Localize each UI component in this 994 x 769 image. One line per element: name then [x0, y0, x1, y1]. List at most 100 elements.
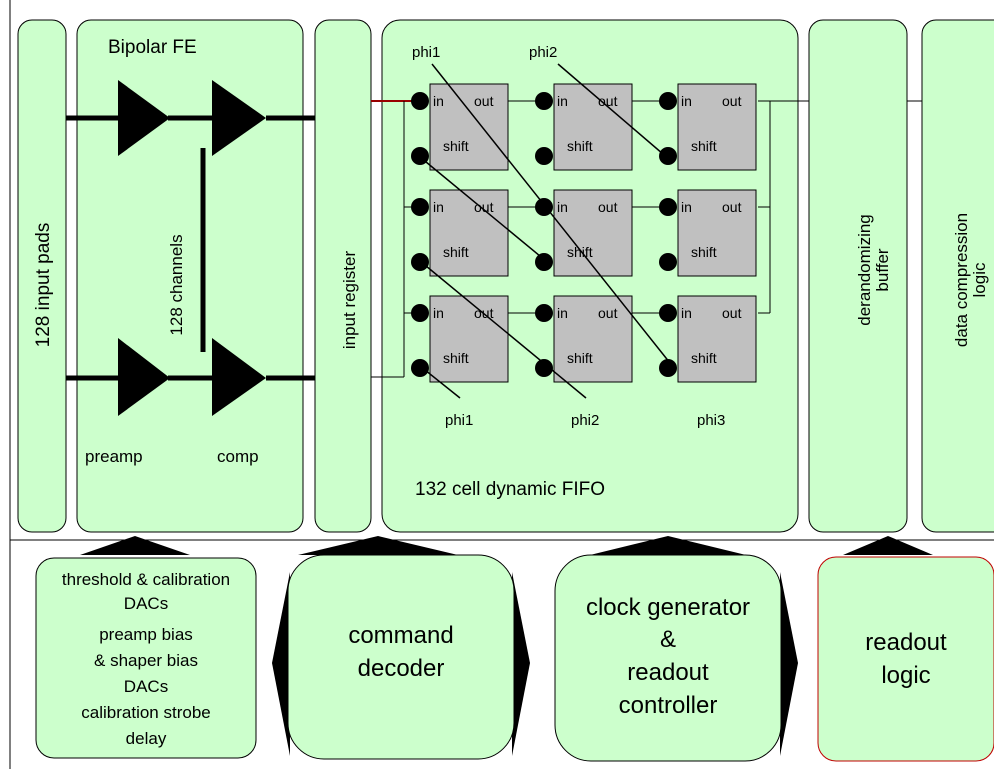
cell-in-label: in	[681, 199, 692, 215]
compression-label-line2: logic	[970, 262, 989, 297]
shift-port-dot	[659, 147, 677, 165]
input-pads-label: 128 input pads	[33, 223, 54, 348]
clock-up-arrow	[590, 536, 746, 555]
fifo-cell-box	[553, 295, 633, 383]
dacs-block	[35, 557, 257, 759]
cell-in-label: in	[557, 93, 568, 109]
cell-in-label: in	[681, 93, 692, 109]
preamp-bottom-icon	[118, 338, 170, 416]
comp-label: comp	[217, 447, 259, 466]
fifo-cell: in out shift	[535, 83, 633, 171]
comp-bottom-icon	[212, 338, 266, 416]
preamp-label: preamp	[85, 447, 143, 466]
command-line: decoder	[358, 655, 445, 682]
cell-in-label: in	[557, 199, 568, 215]
clock-line: &	[660, 626, 676, 653]
cell-shift-label: shift	[567, 138, 593, 154]
command-up-arrow	[298, 536, 458, 555]
cell-in-label: in	[433, 305, 444, 321]
fifo-cell: in out shift	[535, 295, 633, 383]
fifo-cells: in out shift in out shift in out shift in out shift…	[411, 83, 757, 383]
readout-up-arrow	[843, 536, 933, 555]
fifo-label: 132 cell dynamic FIFO	[415, 479, 605, 500]
dacs-line: delay	[126, 729, 167, 748]
clock-right-arrow	[780, 572, 798, 756]
shift-port-dot	[411, 253, 429, 271]
phi2-bottom-label: phi2	[571, 412, 599, 429]
cell-out-label: out	[722, 93, 742, 109]
readout-logic-block	[817, 556, 994, 762]
data-compression-block	[921, 19, 994, 533]
in-port-dot	[659, 92, 677, 110]
shift-port-dot	[659, 359, 677, 377]
fifo-cell-box	[429, 295, 509, 383]
channels-label: 128 channels	[167, 234, 186, 335]
shift-port-dot	[535, 147, 553, 165]
readout-text: readout logic	[865, 629, 947, 689]
cell-shift-label: shift	[567, 244, 593, 260]
dacs-line: & shaper bias	[94, 651, 198, 670]
shift-port-dot	[535, 253, 553, 271]
cell-out-label: out	[474, 199, 494, 215]
fifo-cell-box	[429, 83, 509, 171]
input-pads-block	[17, 19, 67, 533]
in-port-dot	[535, 304, 553, 322]
shift-port-dot	[535, 359, 553, 377]
shift-port-dot	[411, 359, 429, 377]
shift-port-dot	[659, 253, 677, 271]
fifo-cell: in out shift	[535, 189, 633, 277]
cell-shift-label: shift	[443, 138, 469, 154]
dacs-line: threshold & calibration	[62, 570, 230, 589]
clock-text: clock generator & readout controller	[586, 594, 750, 719]
command-line: command	[348, 622, 453, 649]
dacs-line: DACs	[124, 677, 168, 696]
input-register-block	[314, 19, 372, 533]
cell-out-label: out	[598, 305, 618, 321]
cell-shift-label: shift	[567, 350, 593, 366]
dacs-line: preamp bias	[99, 625, 193, 644]
phi3-bottom-label: phi3	[697, 412, 725, 429]
fifo-cell-box	[677, 295, 757, 383]
in-port-dot	[535, 92, 553, 110]
fifo-cell-box	[677, 83, 757, 171]
in-port-dot	[659, 198, 677, 216]
dacs-line: DACs	[124, 594, 168, 613]
clock-line: clock generator	[586, 594, 750, 621]
command-left-arrow	[272, 572, 290, 756]
cell-shift-label: shift	[691, 244, 717, 260]
derandomizing-buffer-block	[808, 19, 908, 533]
in-port-dot	[411, 92, 429, 110]
cell-in-label: in	[557, 305, 568, 321]
fifo-cell-box	[677, 189, 757, 277]
command-text: command decoder	[348, 622, 453, 682]
fifo-cell: in out shift	[411, 83, 509, 171]
fifo-cell-box	[429, 189, 509, 277]
preamp-top-icon	[118, 80, 170, 156]
command-decoder-block	[287, 554, 515, 760]
in-port-dot	[411, 198, 429, 216]
phi1-top-label: phi1	[412, 44, 440, 61]
bipolar-fe-title: Bipolar FE	[108, 37, 197, 58]
cell-in-label: in	[433, 93, 444, 109]
phi1-bottom-label: phi1	[445, 412, 473, 429]
readout-line: readout	[865, 629, 947, 656]
cell-shift-label: shift	[443, 244, 469, 260]
cell-out-label: out	[474, 93, 494, 109]
derandomizing-label-line2: buffer	[873, 248, 892, 292]
fifo-cell: in out shift	[411, 189, 509, 277]
input-register-label: input register	[340, 251, 359, 350]
command-right-arrow	[512, 572, 530, 756]
fifo-cell-box	[553, 83, 633, 171]
clock-generator-block	[554, 554, 782, 762]
phi2-top-label: phi2	[529, 44, 557, 61]
cell-in-label: in	[433, 199, 444, 215]
cell-out-label: out	[598, 93, 618, 109]
cell-in-label: in	[681, 305, 692, 321]
cell-shift-label: shift	[691, 350, 717, 366]
derandomizing-label-line1: derandomizing	[855, 214, 874, 326]
readout-line: logic	[881, 662, 930, 689]
cell-out-label: out	[598, 199, 618, 215]
